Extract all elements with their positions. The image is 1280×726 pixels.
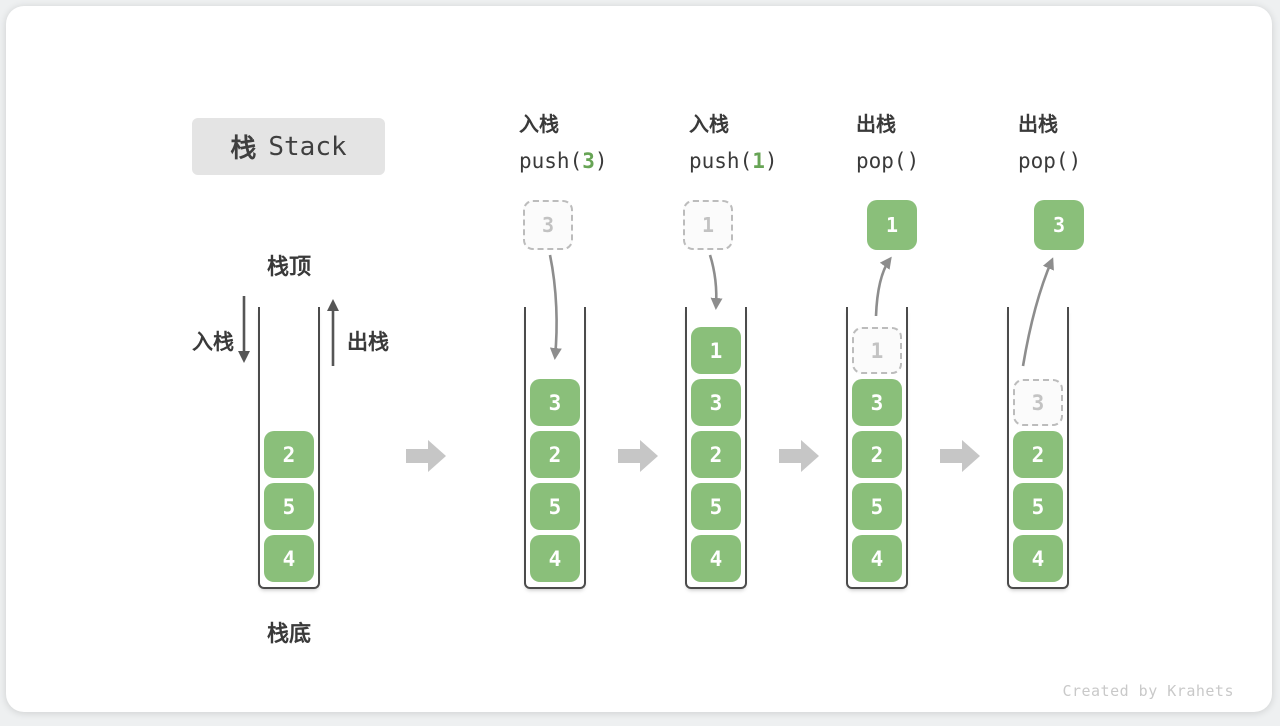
stack4-ghost-cell: 1 <box>852 327 902 374</box>
stack2-cell: 3 <box>530 379 580 426</box>
stack5-cell: 2 <box>1013 431 1063 478</box>
op-label-push-3: 入栈 push(3) <box>519 112 679 174</box>
op-label-pop-1: 出栈 pop() <box>856 112 1016 174</box>
code-arg: 3 <box>582 149 595 173</box>
op-code-label: pop() <box>856 148 1016 174</box>
stack-container-3 <box>685 307 747 589</box>
floating-value-push-3: 3 <box>523 200 573 250</box>
stack-bottom-label: 栈底 <box>266 621 311 646</box>
code-pre: push( <box>519 149 583 173</box>
right-block-arrow-icon <box>618 440 658 472</box>
stack4-cell: 3 <box>852 379 902 426</box>
title-en: Stack <box>268 131 347 162</box>
stack2-cell: 5 <box>530 483 580 530</box>
stack4-cell: 4 <box>852 535 902 582</box>
stack3-cell: 1 <box>691 327 741 374</box>
op-label-pop-2: 出栈 pop() <box>1018 112 1178 174</box>
stack-container-2 <box>524 307 586 589</box>
stack3-cell: 3 <box>691 379 741 426</box>
code-pre: pop() <box>1018 149 1082 173</box>
right-block-arrow-icon <box>779 440 819 472</box>
code-arg: 1 <box>752 149 765 173</box>
right-block-arrow-icon <box>406 440 446 472</box>
floating-value-pop-1: 1 <box>867 200 917 250</box>
right-block-arrow-icon <box>940 440 980 472</box>
stack3-cell: 5 <box>691 483 741 530</box>
op-code-label: pop() <box>1018 148 1178 174</box>
code-post: ) <box>594 149 608 173</box>
diagram-card: 栈 Stack 入栈 push(3) 入栈 push(1) 出栈 pop() 出… <box>6 6 1272 712</box>
watermark: Created by Krahets <box>1062 682 1234 700</box>
stack4-cell: 5 <box>852 483 902 530</box>
stack1-cell: 2 <box>264 431 314 478</box>
stack-container-1 <box>258 307 320 589</box>
op-zh-label: 出栈 <box>856 114 896 136</box>
floating-value-pop-3: 3 <box>1034 200 1084 250</box>
title-zh: 栈 <box>230 133 257 163</box>
stack-container-4 <box>846 307 908 589</box>
floating-value-push-1: 1 <box>683 200 733 250</box>
op-zh-label: 入栈 <box>689 114 729 136</box>
op-code-label: push(1) <box>689 148 849 174</box>
code-pre: pop() <box>856 149 920 173</box>
stack-top-label: 栈顶 <box>266 254 311 279</box>
op-label-push-1: 入栈 push(1) <box>689 112 849 174</box>
stack-container-5 <box>1007 307 1069 589</box>
code-pre: push( <box>689 149 753 173</box>
stack3-cell: 4 <box>691 535 741 582</box>
code-post: ) <box>764 149 778 173</box>
stack4-cell: 2 <box>852 431 902 478</box>
op-code-label: push(3) <box>519 148 679 174</box>
stack1-cell: 4 <box>264 535 314 582</box>
op-zh-label: 入栈 <box>519 114 559 136</box>
stack5-cell: 5 <box>1013 483 1063 530</box>
stack1-cell: 5 <box>264 483 314 530</box>
pop-side-label: 出栈 <box>347 331 389 354</box>
push-side-label: 入栈 <box>192 331 234 354</box>
stack5-ghost-cell: 3 <box>1013 379 1063 426</box>
op-zh-label: 出栈 <box>1018 114 1058 136</box>
push-1-flow-arrow-icon <box>708 254 723 310</box>
stack2-cell: 4 <box>530 535 580 582</box>
stack2-cell: 2 <box>530 431 580 478</box>
stack3-cell: 2 <box>691 431 741 478</box>
diagram-title: 栈 Stack <box>192 118 385 175</box>
stack5-cell: 4 <box>1013 535 1063 582</box>
